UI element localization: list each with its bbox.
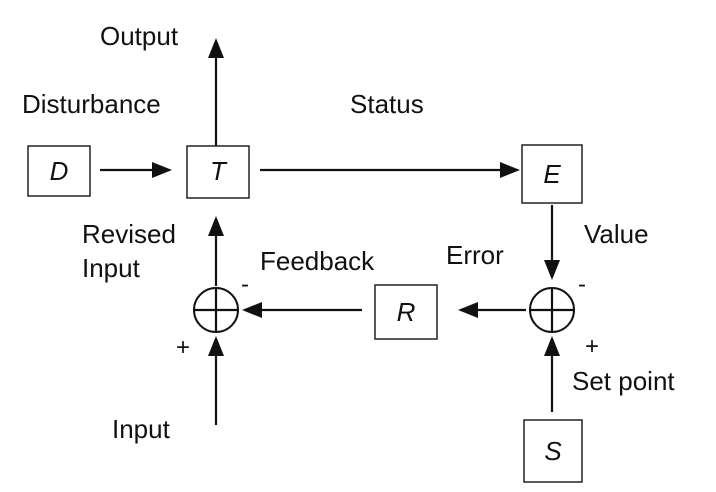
block-s-label: S [544, 436, 562, 466]
label-revised: Revised [82, 219, 176, 249]
arrow-head-d-t [152, 162, 172, 178]
label-feedback: Feedback [260, 246, 375, 276]
label-status: Status [350, 89, 424, 119]
block-t: T [186, 145, 250, 199]
label-error: Error [446, 240, 504, 270]
label-input: Input [112, 414, 171, 444]
sign-right-plus: + [585, 333, 599, 360]
label-set-point: Set point [572, 366, 675, 396]
label-disturbance: Disturbance [22, 89, 161, 119]
block-r: R [374, 284, 438, 340]
block-s: S [523, 419, 583, 483]
sign-left-plus: + [176, 334, 190, 361]
block-t-label: T [210, 156, 228, 186]
label-input-line2: Input [82, 253, 141, 283]
arrow-head-t-e [500, 162, 520, 178]
block-d-label: D [50, 156, 69, 186]
label-output: Output [100, 21, 179, 51]
label-value: Value [584, 219, 649, 249]
summing-junction-right [529, 287, 575, 333]
arrow-head-sum-t [208, 216, 224, 236]
block-d: D [27, 145, 91, 197]
arrow-head-input-sum [208, 336, 224, 356]
arrow-head-output [208, 38, 224, 58]
arrow-head-r-sum [242, 302, 262, 318]
arrow-head-e-sum [544, 260, 560, 280]
arrow-head-sum-r [458, 302, 478, 318]
sign-left-minus: - [241, 271, 249, 298]
block-e: E [521, 144, 583, 204]
block-e-label: E [543, 159, 561, 189]
arrow-head-s-sum [544, 336, 560, 356]
connectors [100, 38, 560, 425]
block-r-label: R [397, 297, 416, 327]
sign-right-minus: - [578, 271, 586, 298]
summing-junction-left [193, 287, 239, 333]
